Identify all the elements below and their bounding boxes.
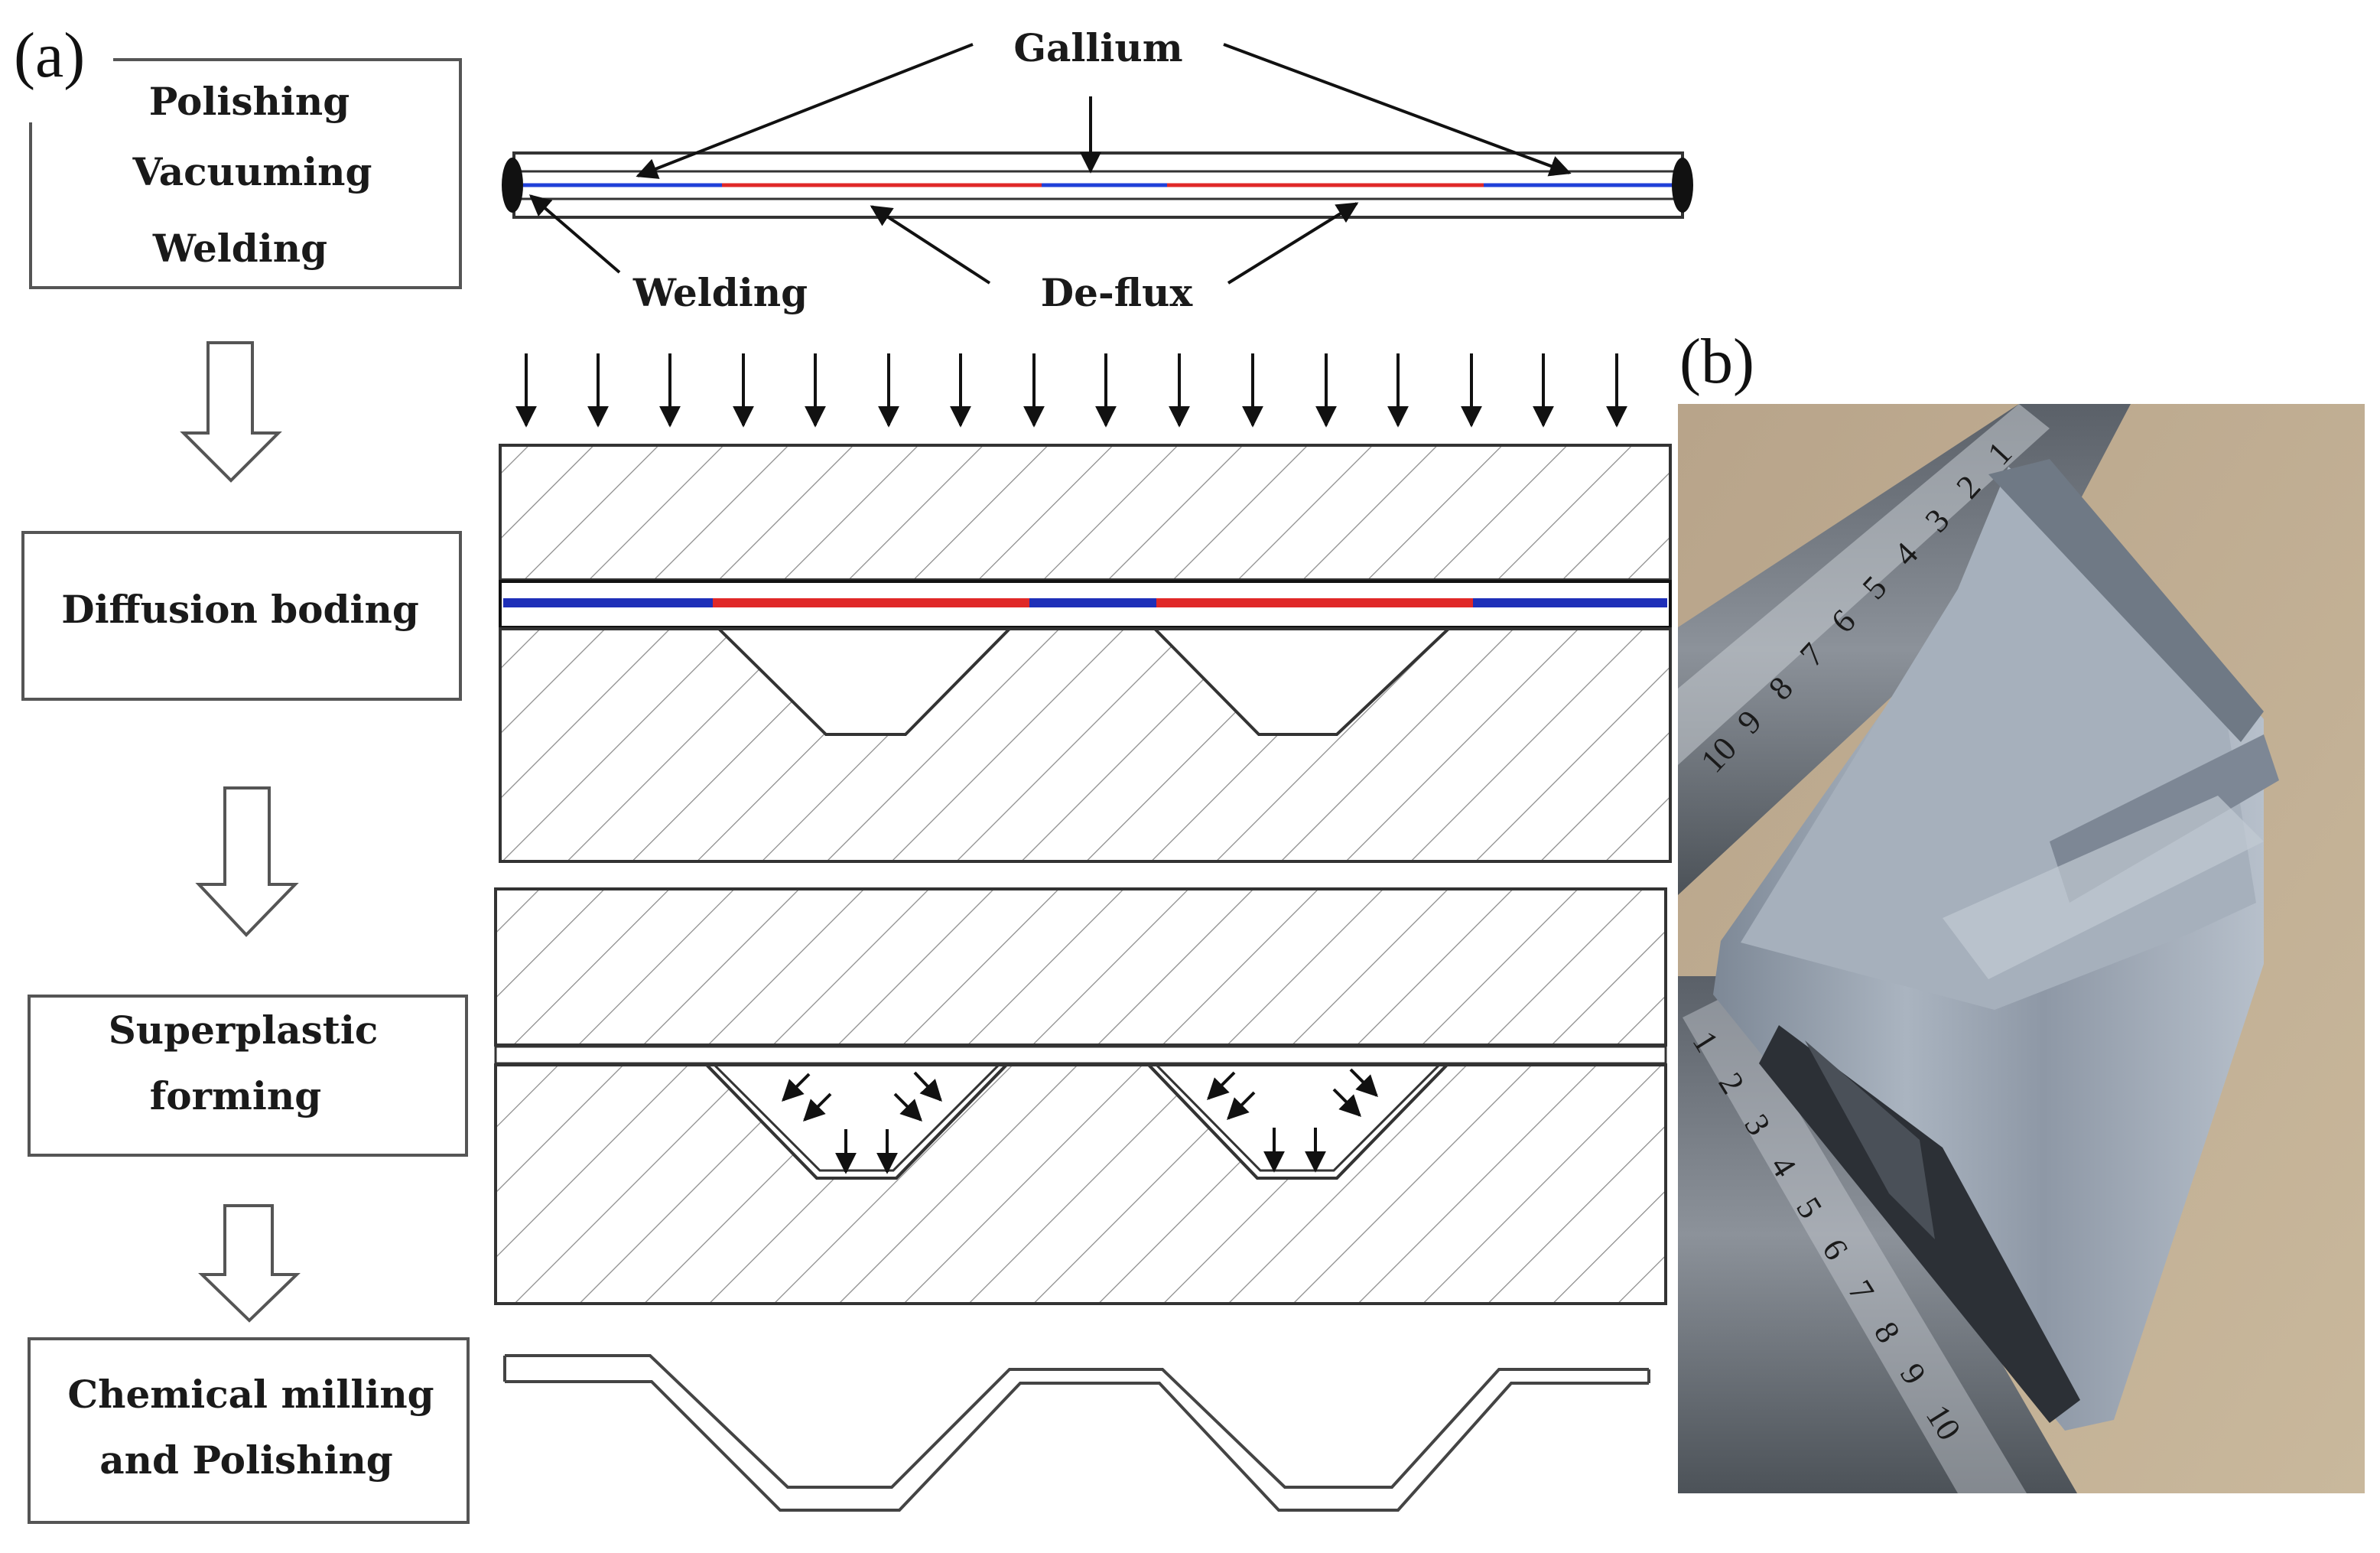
step4-line1: Chemical milling xyxy=(67,1372,434,1417)
step3-line1: Superplastic xyxy=(109,1008,379,1053)
step-box-2: Diffusion boding xyxy=(21,531,462,701)
label-gallium: Gallium xyxy=(1013,25,1182,70)
formed-sheet-2 xyxy=(1147,1063,1448,1180)
step1-line2: Vacuuming xyxy=(132,149,372,194)
final-corrugated-part xyxy=(503,1354,1650,1512)
panel-label-b: (b) xyxy=(1679,326,1754,397)
label-deflux: De-flux xyxy=(1041,270,1194,315)
step3-line2: forming xyxy=(150,1073,321,1118)
panel-label-a: (a) xyxy=(14,20,85,91)
step2-line1: Diffusion boding xyxy=(61,587,419,632)
gas-pressure-arrows xyxy=(782,1068,1378,1174)
step4-line2: and Polishing xyxy=(99,1437,393,1483)
formed-sheet-1 xyxy=(705,1063,1008,1180)
step-box-4: Chemical milling and Polishing xyxy=(28,1337,470,1524)
sheet-assembly xyxy=(502,151,1693,219)
weld-bead-right xyxy=(1672,158,1693,213)
ruler-bottom xyxy=(1678,976,2077,1493)
flow-arrow-1 xyxy=(180,341,282,483)
weld-bead-left xyxy=(502,158,523,213)
step1-line1: Polishing xyxy=(149,79,350,124)
flow-arrow-3 xyxy=(198,1204,301,1323)
forming-die xyxy=(494,887,1667,1305)
label-welding: Welding xyxy=(632,270,808,315)
step1-line3: Welding xyxy=(152,226,327,271)
corrugated-metal-part xyxy=(1713,459,2279,1431)
pressure-arrows xyxy=(515,353,1627,428)
step-box-3: Superplastic forming xyxy=(28,995,468,1157)
photo-panel xyxy=(1678,404,2365,1493)
annotation-arrows xyxy=(528,43,1572,285)
diffusion-die xyxy=(499,444,1672,863)
step-box-1: Polishing Vacuuming Welding xyxy=(29,58,462,289)
flow-arrow-2 xyxy=(195,786,299,937)
